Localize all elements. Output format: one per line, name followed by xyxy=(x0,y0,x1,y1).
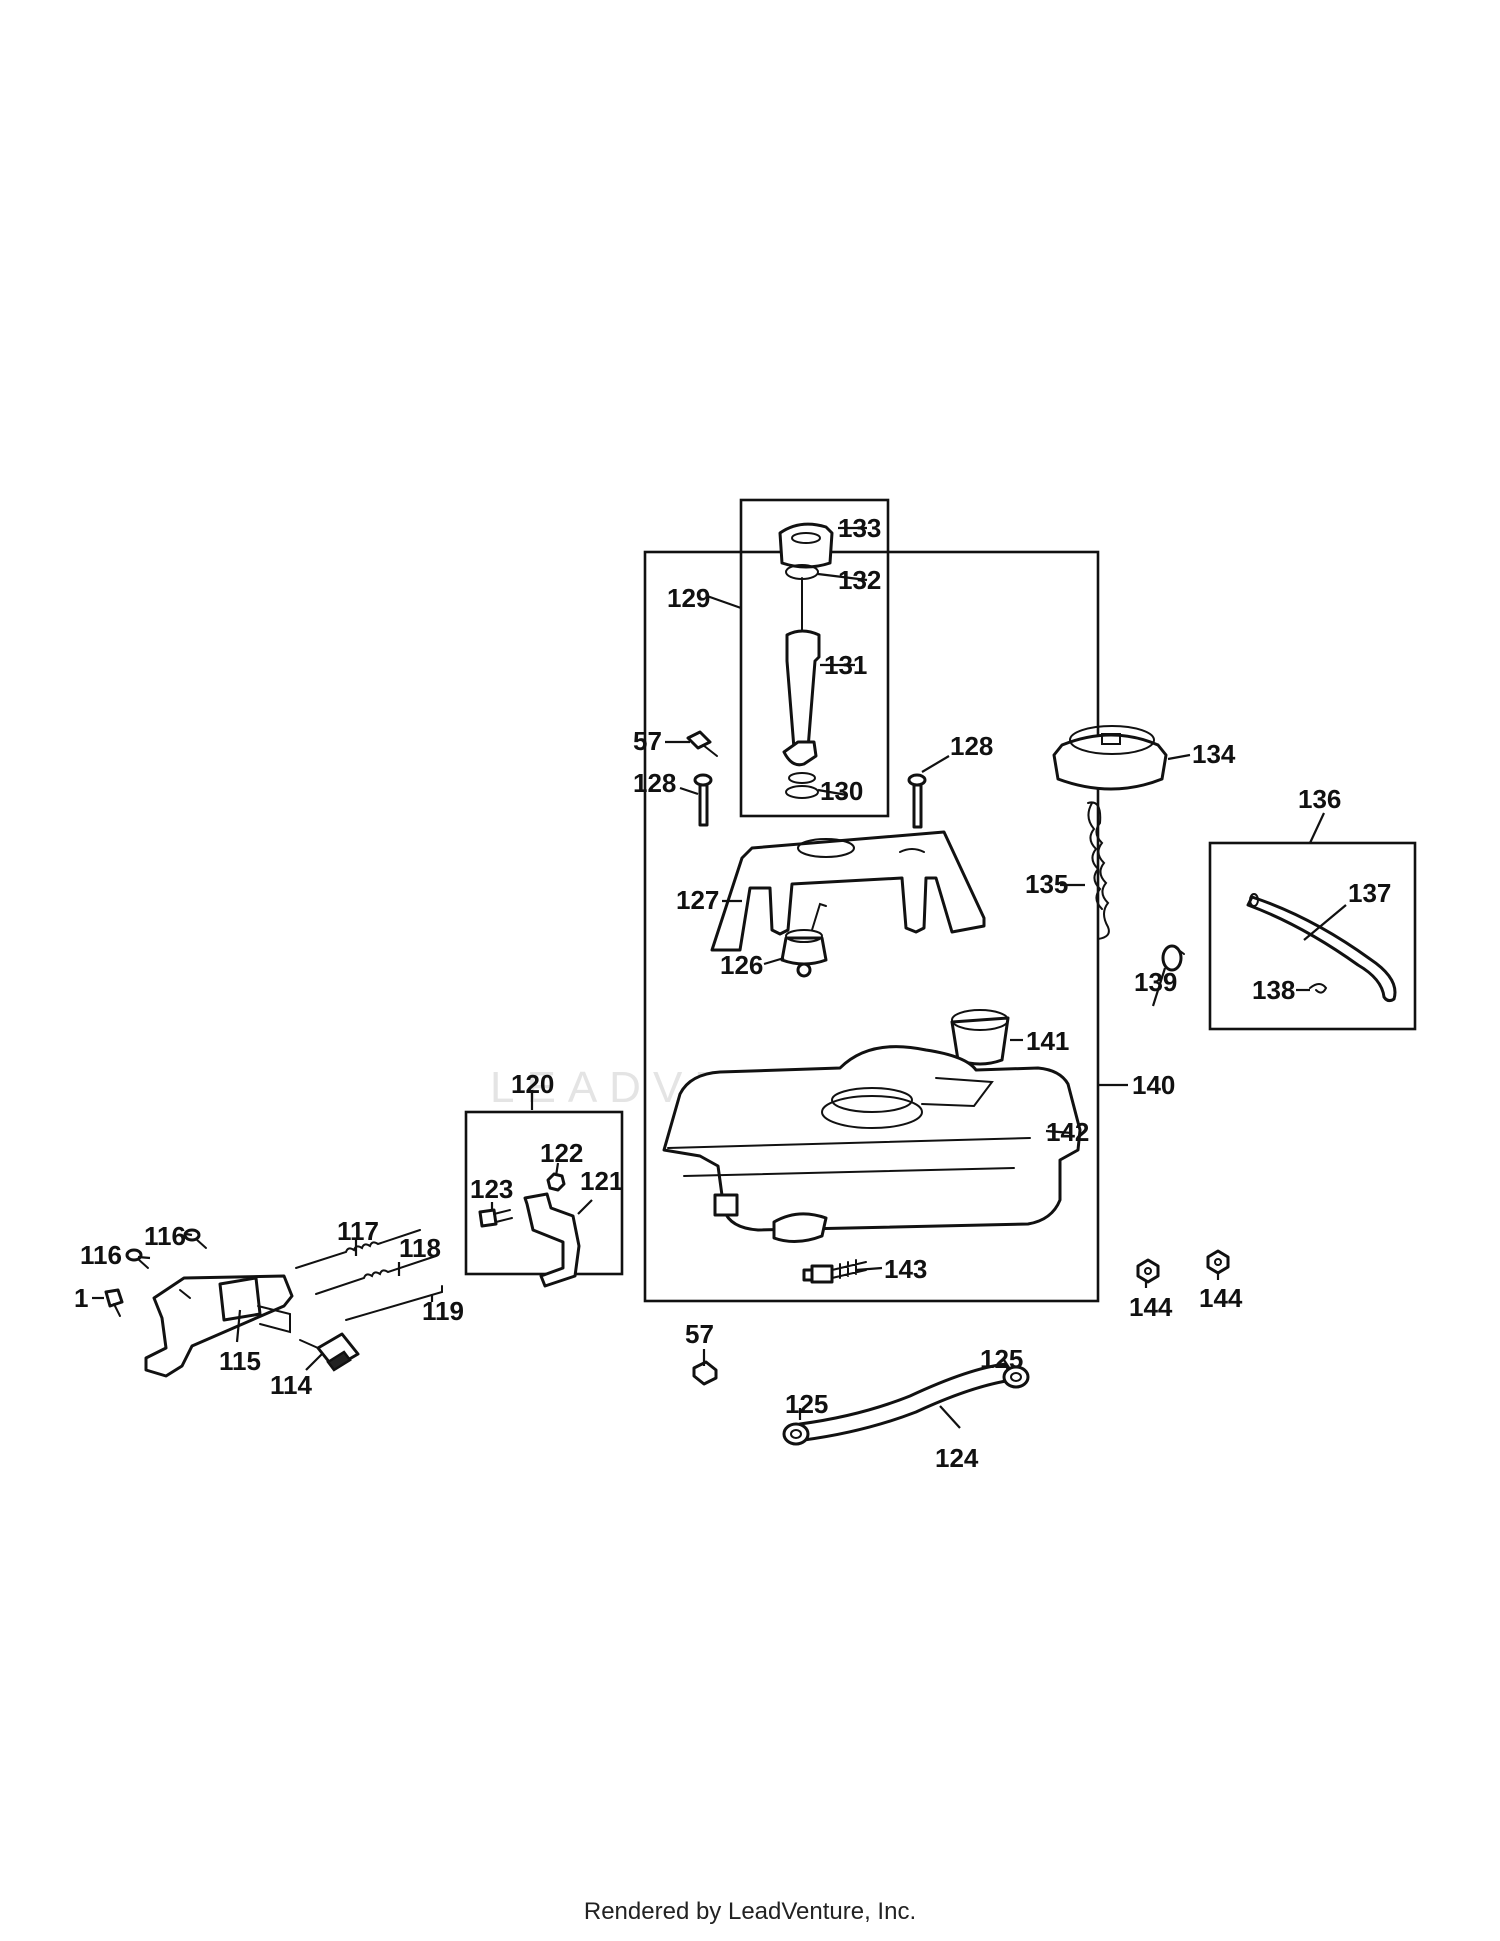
label-119: 119 xyxy=(422,1296,464,1326)
label-131: 131 xyxy=(824,650,867,680)
label-121: 121 xyxy=(580,1166,623,1196)
part-57-bolt-upper xyxy=(686,730,718,757)
part-128-bolt-left xyxy=(693,773,713,827)
part-130-o-rings xyxy=(785,772,819,799)
part-117-spring xyxy=(295,1229,421,1269)
part-134-fuel-cap xyxy=(1052,725,1168,791)
part-138-clip xyxy=(1309,983,1328,994)
part-143-fuel-fitting xyxy=(802,1259,867,1284)
label-117: 117 xyxy=(337,1216,379,1246)
label-127: 127 xyxy=(676,885,719,915)
label-137: 137 xyxy=(1348,878,1391,908)
label-125-right: 125 xyxy=(980,1344,1023,1374)
part-131-dipstick-tube xyxy=(782,577,821,767)
label-115: 115 xyxy=(219,1346,261,1376)
label-132: 132 xyxy=(838,565,881,595)
label-116-right: 116 xyxy=(144,1221,186,1251)
part-115-control-bracket xyxy=(144,1274,294,1378)
part-124-fuel-line xyxy=(798,1362,1014,1442)
part-127-shroud xyxy=(710,830,986,952)
part-116-bolt-right xyxy=(183,1228,207,1249)
part-122-nut xyxy=(546,1172,566,1192)
box-136-vent-hose-group xyxy=(1208,841,1417,1031)
part-123-bolt xyxy=(478,1208,513,1228)
leader-lines xyxy=(92,526,1347,1429)
label-116-left: 116 xyxy=(80,1240,122,1270)
part-139-clamp xyxy=(1161,944,1185,972)
label-114: 114 xyxy=(270,1370,312,1400)
label-143: 143 xyxy=(884,1254,927,1284)
label-126: 126 xyxy=(720,950,763,980)
part-135-chain xyxy=(1087,801,1110,940)
label-118: 118 xyxy=(399,1233,441,1263)
label-144-right: 144 xyxy=(1199,1283,1243,1313)
part-114-knob xyxy=(299,1332,360,1372)
part-116-bolt-left xyxy=(125,1248,149,1269)
part-141-strainer xyxy=(950,1009,1010,1066)
part-121-bracket xyxy=(523,1192,581,1288)
part-57-bolt-lower xyxy=(692,1360,718,1386)
part-144-nut-right xyxy=(1206,1249,1230,1275)
label-1: 1 xyxy=(74,1283,88,1313)
label-136: 136 xyxy=(1298,784,1341,814)
label-129: 129 xyxy=(667,583,710,613)
part-137-vent-hose xyxy=(1246,893,1397,1003)
label-133: 133 xyxy=(838,513,881,543)
label-57-lower: 57 xyxy=(685,1319,714,1349)
box-129-dipstick-group xyxy=(739,498,890,818)
footer-credit: Rendered by LeadVenture, Inc. xyxy=(583,1898,917,1925)
part-118-spring xyxy=(315,1255,437,1295)
label-144-left: 144 xyxy=(1129,1292,1173,1322)
label-140: 140 xyxy=(1132,1070,1175,1100)
part-142-fuel-tank xyxy=(662,1045,1082,1243)
part-144-nut-left xyxy=(1136,1258,1160,1284)
part-125-clamp-right xyxy=(1002,1365,1030,1389)
label-138: 138 xyxy=(1252,975,1295,1005)
label-122: 122 xyxy=(540,1138,583,1168)
label-135: 135 xyxy=(1025,869,1068,899)
label-125-left: 125 xyxy=(785,1389,828,1419)
label-128-left: 128 xyxy=(633,768,676,798)
part-119-rod xyxy=(345,1285,443,1321)
part-125-clamp-left xyxy=(782,1422,810,1446)
label-57-upper: 57 xyxy=(633,726,662,756)
part-128-bolt-right xyxy=(907,773,927,829)
label-124: 124 xyxy=(935,1443,979,1473)
part-126-fuel-valve xyxy=(780,902,828,978)
label-123: 123 xyxy=(470,1174,513,1204)
label-139: 139 xyxy=(1134,967,1177,997)
box-140-fuel-tank-group xyxy=(643,550,1100,1303)
label-142: 142 xyxy=(1046,1117,1089,1147)
part-133-dipstick-cap xyxy=(778,522,834,569)
callout-labels: 133 132 129 131 57 128 134 128 130 136 1… xyxy=(74,513,1391,1473)
label-130: 130 xyxy=(820,776,863,806)
part-1-bolt xyxy=(104,1288,124,1317)
label-141: 141 xyxy=(1026,1026,1069,1056)
label-134: 134 xyxy=(1192,739,1236,769)
label-128-right: 128 xyxy=(950,731,993,761)
label-120: 120 xyxy=(511,1069,554,1099)
